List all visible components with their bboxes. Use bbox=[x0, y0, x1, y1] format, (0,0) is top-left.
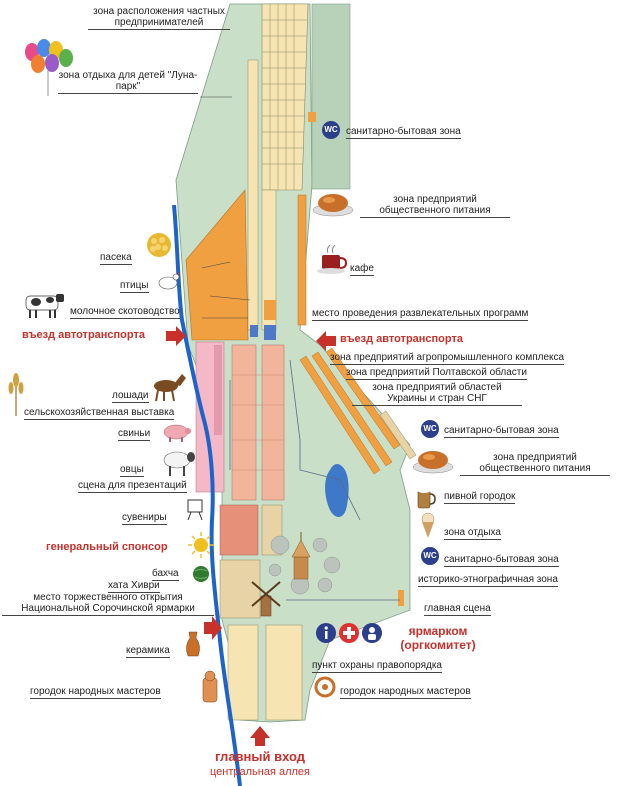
roast-chicken-icon-2 bbox=[412, 451, 454, 474]
entrepreneurs-grid bbox=[262, 4, 307, 190]
lake bbox=[325, 464, 349, 517]
label-police-point: пункт охраны правопорядка bbox=[312, 660, 442, 673]
label-main-entrance: главный вход bbox=[214, 749, 306, 764]
info-icon bbox=[316, 623, 336, 643]
wheat-icon bbox=[8, 373, 24, 416]
wc-icon-2: WC bbox=[421, 420, 439, 438]
watermelon-icon bbox=[193, 566, 209, 582]
pink-strip bbox=[214, 345, 222, 435]
arrow-icon-right-entry bbox=[316, 331, 336, 351]
pottery-icon bbox=[202, 670, 218, 703]
honeycomb-icon bbox=[147, 233, 171, 257]
label-opening-place: место торжественного открытия Национальн… bbox=[2, 592, 214, 616]
label-khivri-house: хата Хиври bbox=[108, 580, 160, 593]
roast-chicken-icon bbox=[312, 194, 354, 217]
paths bbox=[229, 359, 400, 601]
committee-icons bbox=[316, 623, 382, 643]
label-sheep: овцы bbox=[120, 464, 144, 477]
easel-icon bbox=[187, 499, 203, 520]
masters-block-left bbox=[227, 624, 259, 721]
orange-strip bbox=[297, 194, 307, 326]
label-horses: лошади bbox=[112, 390, 149, 403]
label-sanitary-2: санитарно-бытовая зона bbox=[444, 425, 559, 438]
food-strip-right bbox=[379, 410, 417, 460]
sheep-icon bbox=[163, 451, 195, 476]
label-masters-left: городок народных мастеров bbox=[30, 686, 161, 699]
upper-right-strip bbox=[311, 3, 351, 190]
wc-icon-3: WC bbox=[421, 547, 439, 565]
pig-icon bbox=[163, 424, 191, 442]
salmon-column-2 bbox=[261, 344, 285, 501]
river bbox=[172, 204, 242, 786]
central-lane bbox=[247, 59, 259, 331]
first-aid-icon bbox=[339, 623, 359, 643]
sun-icon bbox=[188, 532, 214, 558]
label-masters-right: городок народных мастеров bbox=[340, 686, 471, 699]
police-icon bbox=[362, 623, 382, 643]
private-entrepreneurs-zone bbox=[261, 3, 309, 191]
salmon-grid bbox=[232, 374, 284, 471]
ice-cream-icon bbox=[421, 512, 435, 538]
label-sanitary-1: санитарно-бытовая зона bbox=[346, 126, 461, 139]
label-souvenirs: сувениры bbox=[122, 512, 167, 525]
balloons-icon bbox=[25, 39, 73, 96]
label-agri-exhibition: сельскохозяйственная выставка bbox=[24, 407, 175, 420]
label-beer-town: пивной городок bbox=[444, 491, 516, 504]
label-pigs: свиньи bbox=[118, 428, 151, 441]
label-rest-zone: зона отдыха bbox=[444, 527, 501, 540]
wc-icon-1: WC bbox=[322, 121, 340, 139]
beer-mug-icon bbox=[417, 487, 436, 509]
label-food-1: зона предприятий общественного питания bbox=[360, 194, 510, 218]
windmill-icon bbox=[251, 581, 281, 617]
arrow-icon-main-entrance bbox=[250, 726, 270, 746]
cow-icon bbox=[25, 294, 64, 318]
horse-icon bbox=[154, 374, 186, 402]
label-ukraine-zone: зона предприятий областей Украины и стра… bbox=[352, 382, 522, 406]
orange-block bbox=[264, 300, 276, 320]
label-central-alley: центральная аллея bbox=[209, 766, 311, 778]
label-agro-zone: зона предприятий агропромышленного компл… bbox=[330, 352, 565, 365]
label-general-sponsor: генеральный спонсор bbox=[46, 541, 168, 553]
cafe-cup-icon bbox=[317, 244, 348, 274]
label-vehicle-entry-right: въезд автотранспорта bbox=[340, 333, 463, 345]
label-historic-zone: историко-этнографичная зона bbox=[418, 574, 558, 587]
masters-block-right bbox=[265, 624, 303, 721]
arrow-icon-masters bbox=[204, 616, 222, 640]
label-sanitary-3: санитарно-бытовая зона bbox=[444, 554, 559, 567]
label-entertainment: место проведения развлекательных програм… bbox=[312, 308, 529, 321]
label-presentation-stage: сцена для презентаций bbox=[78, 480, 187, 493]
marker-2 bbox=[308, 112, 316, 122]
historic-zone-stones bbox=[268, 535, 341, 595]
marker-1 bbox=[398, 590, 404, 606]
label-food-2: зона предприятий общественного питания bbox=[460, 452, 610, 476]
blue-block-2 bbox=[250, 325, 258, 337]
label-private-entrepreneurs: зона расположения частных предпринимател… bbox=[88, 6, 230, 30]
label-dairy-cattle: молочное скотоводство bbox=[70, 306, 180, 319]
sponsor-block bbox=[219, 504, 259, 556]
salmon-column-1 bbox=[231, 344, 257, 501]
label-poltava-zone: зона предприятий Полтавской области bbox=[346, 367, 527, 380]
agro-bars bbox=[299, 347, 401, 475]
jug-icon bbox=[186, 631, 200, 657]
label-luna-park: зона отдыха для детей "Луна-парк" bbox=[58, 70, 198, 94]
leader-lines bbox=[200, 96, 251, 319]
blue-block bbox=[264, 325, 276, 340]
label-fair-committee: ярмарком (оргкомитет) bbox=[400, 624, 476, 652]
label-birds: птицы bbox=[120, 280, 149, 293]
label-main-stage: главная сцена bbox=[424, 603, 491, 616]
pretzel-icon bbox=[314, 676, 336, 698]
label-cafe: кафе bbox=[350, 263, 374, 276]
arrow-icon-left-entry bbox=[166, 326, 186, 346]
label-ceramics: керамика bbox=[126, 645, 170, 658]
label-apiary: пасека bbox=[100, 252, 132, 265]
hen-icon bbox=[158, 272, 180, 290]
label-melon-field: бахча bbox=[152, 568, 179, 581]
church-icon bbox=[291, 532, 311, 580]
label-vehicle-entry-left: въезд автотранспорта bbox=[22, 329, 145, 341]
